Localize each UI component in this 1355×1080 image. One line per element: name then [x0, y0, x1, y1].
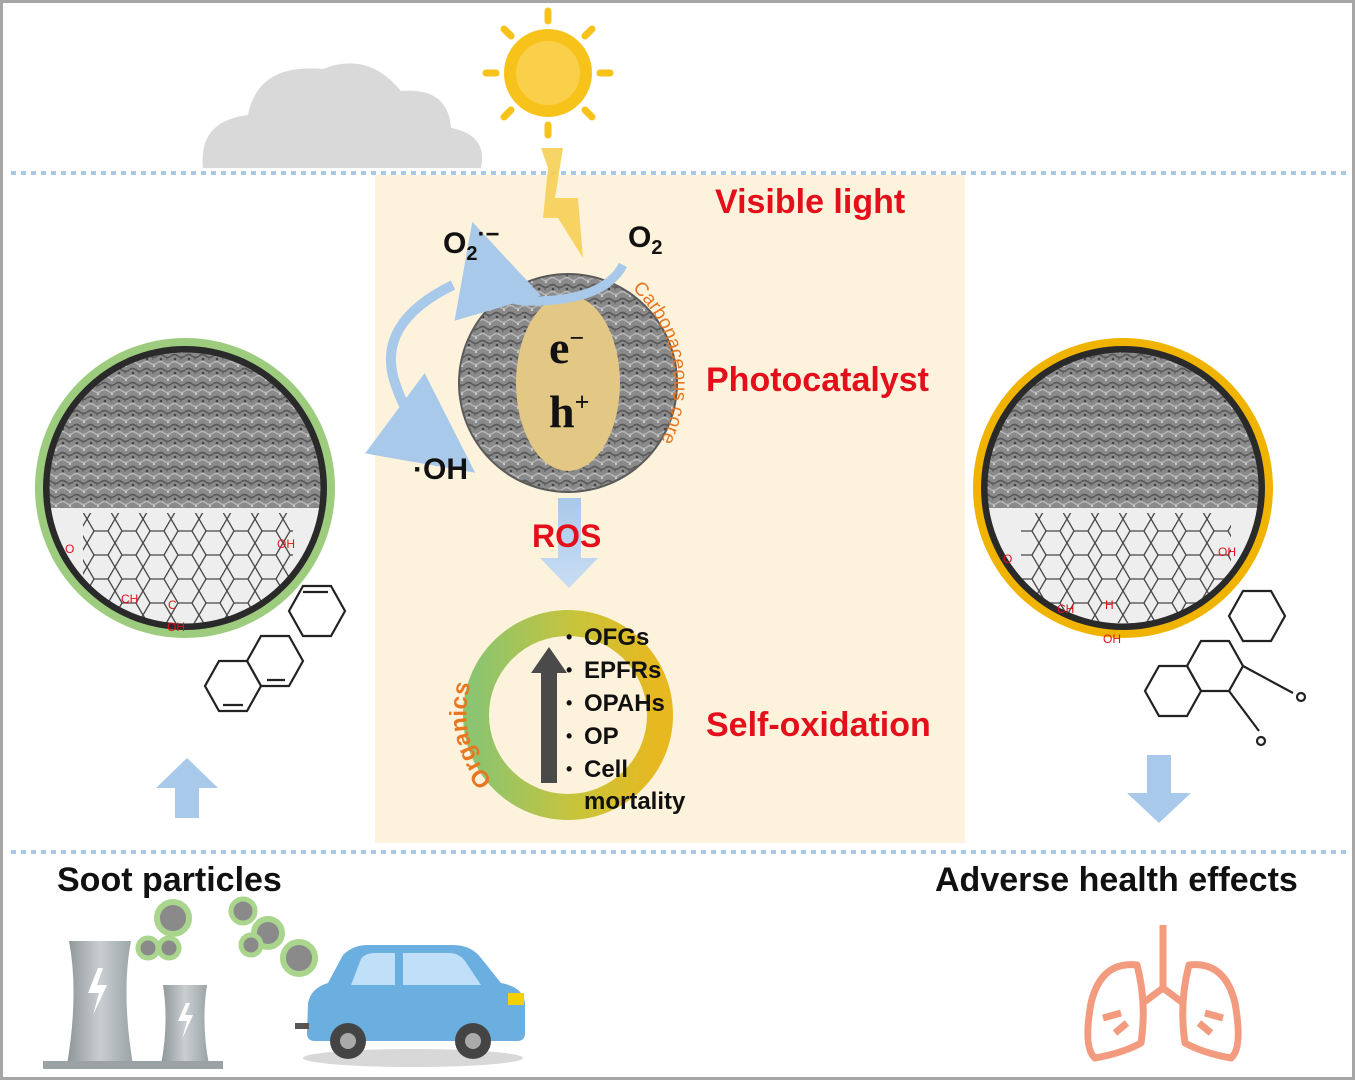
hole-label: h+: [549, 386, 590, 437]
oxygen-label: O2: [628, 221, 663, 259]
soot-particles-label: Soot particles: [57, 861, 282, 899]
effects-list-item: OP: [566, 720, 685, 753]
photocatalyst-particle: [458, 273, 678, 493]
car-icon: [295, 945, 525, 1067]
lungs-icon: [1084, 925, 1242, 1062]
phenanthrene-icon: [203, 584, 347, 713]
effects-list-item: mortality: [584, 788, 686, 815]
mol-label-ch2-r: CH: [1057, 602, 1074, 616]
hydroxyl-radical-label: ·OH: [413, 453, 468, 486]
factory-icon: [43, 941, 223, 1069]
diagram-canvas: O OH CH C OH O OH CH H OH: [11, 7, 1350, 1069]
effects-list: OFGs EPFRs OPAHs OP Cell mortality: [566, 621, 685, 818]
ros-label: ROS: [532, 518, 602, 554]
photocatalyst-label: Photocatalyst: [706, 361, 929, 399]
health-down-arrow: [1127, 755, 1191, 823]
effects-list-item: OFGs: [566, 621, 685, 654]
ros-arrow-top: [540, 498, 598, 588]
mol-label-oh: OH: [277, 537, 295, 551]
mol-label-oh2-r: OH: [1103, 632, 1121, 646]
mol-label-h-r: H: [1105, 598, 1114, 612]
aged-soot-particle: O OH CH H OH: [973, 338, 1273, 646]
visible-light-label: Visible light: [715, 183, 906, 221]
effects-list-item: OPAHs: [566, 687, 685, 720]
mol-label-o: O: [65, 542, 74, 556]
phenanthrenequinone-icon: [1143, 589, 1307, 747]
mol-label-oh-r: OH: [1218, 545, 1236, 559]
emission-up-arrow: [156, 758, 218, 818]
superoxide-label: O2·−: [443, 221, 500, 265]
light-bolt: [541, 148, 583, 258]
mol-label-ch2: CH: [121, 592, 138, 606]
mol-label-c: C: [168, 598, 177, 612]
mol-label-o-r: O: [1003, 552, 1012, 566]
electron-transfer-arrow: [454, 221, 627, 321]
adverse-health-effects-label: Adverse health effects: [935, 861, 1298, 899]
hydroxyl-formation-arrow: [365, 280, 476, 473]
increase-arrow: [531, 647, 567, 783]
effects-list-item: Cell: [566, 753, 685, 786]
sun-icon: [482, 7, 614, 139]
electron-label: e−: [549, 322, 585, 373]
cloud-icon: [202, 63, 483, 168]
carrier-region: [516, 295, 620, 471]
effects-list-item: EPFRs: [566, 654, 685, 687]
mol-label-oh2: OH: [167, 620, 185, 634]
self-oxidation-label: Self-oxidation: [706, 706, 931, 744]
fresh-soot-particle: O OH CH C OH: [35, 338, 335, 638]
soot-particles-icon: [135, 896, 318, 977]
